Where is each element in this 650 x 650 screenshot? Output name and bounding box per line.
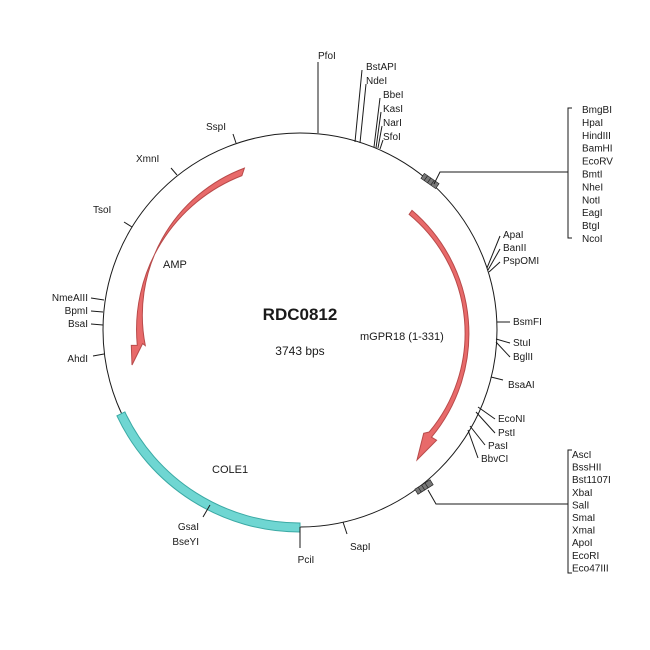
econi-leader: [477, 406, 496, 420]
site-gsai: GsaI: [178, 522, 199, 533]
kasi-leader: [375, 111, 382, 149]
mcs-site-bmgbi: BmgBI: [582, 105, 612, 116]
mcs-top-bracket: [567, 107, 572, 239]
sfoi-leader: [379, 139, 384, 150]
pasi-leader: [469, 425, 486, 446]
mcs-site-bmti: BmtI: [582, 170, 603, 181]
site-sspi: SspI: [206, 122, 226, 133]
site-nmeaiii: NmeAIII: [52, 293, 88, 304]
plasmid-size: 3743 bps: [275, 344, 324, 358]
mcs-site-eagi: EagI: [582, 208, 603, 219]
site-pcii: PciI: [298, 555, 315, 566]
mcs-site-bamhi: BamHI: [582, 144, 613, 155]
cole1-label: COLE1: [212, 464, 248, 476]
site-kasi: KasI: [383, 104, 403, 115]
site-tsoi: TsoI: [93, 205, 111, 216]
mgpr18-arrow: [408, 209, 470, 462]
site-bstapi: BstAPI: [366, 62, 397, 73]
mcs-site-asci: AscI: [572, 450, 591, 461]
mcs-site-bsshii: BssHII: [572, 463, 601, 474]
stui-leader: [495, 338, 511, 344]
mcs-top-marker: [420, 172, 440, 190]
mcs-bottom-bracket: [567, 449, 572, 574]
mgpr18-label: mGPR18 (1-331): [360, 331, 444, 343]
site-apai: ApaI: [503, 230, 524, 241]
mcs-site-bst1107i: Bst1107I: [572, 475, 611, 486]
mcs-site-ecori: EcoRI: [572, 551, 599, 562]
banii-leader: [487, 248, 501, 271]
apai-leader: [486, 235, 501, 269]
sapi-tick: [342, 521, 348, 535]
bbvci-leader: [467, 429, 479, 459]
mcs-site-ecorv: EcoRV: [582, 157, 613, 168]
site-bpmi: BpmI: [65, 306, 88, 317]
bbei-leader: [373, 97, 381, 148]
site-pfol: PfoI: [318, 51, 336, 62]
nari-leader: [377, 125, 383, 149]
mcs-site-ncoi: NcoI: [582, 234, 603, 245]
mcs-site-eco47iii: Eco47III: [572, 563, 609, 574]
gsai-tick: [202, 504, 211, 518]
sspi-tick: [232, 133, 237, 144]
ndei-leader: [359, 83, 367, 144]
site-banii: BanII: [503, 243, 526, 254]
site-psti: PstI: [498, 428, 515, 439]
mcs-site-hindiii: HindIII: [582, 131, 611, 142]
site-sfoi: SfoI: [383, 132, 401, 143]
bsai-tick: [90, 323, 104, 326]
mcs-site-smai: SmaI: [572, 513, 595, 524]
bpmi-tick: [90, 310, 104, 313]
psti-leader: [475, 411, 496, 434]
mcs-site-sali: SalI: [572, 500, 589, 511]
site-nari: NarI: [383, 118, 402, 129]
site-stui: StuI: [513, 338, 531, 349]
site-bsai: BsaI: [68, 319, 88, 330]
site-bbei: BbeI: [383, 90, 404, 101]
ahdi-tick: [92, 353, 105, 357]
mcs-bottom-marker: [414, 479, 434, 495]
nmeaiii-tick: [90, 297, 105, 301]
mcs-site-hpai: HpaI: [582, 118, 603, 129]
tsoi-tick: [123, 221, 133, 228]
bstapi-leader: [354, 69, 363, 143]
mcs-site-xbai: XbaI: [572, 488, 593, 499]
site-bseyi: BseYI: [172, 537, 199, 548]
cole1-feature: [116, 411, 301, 533]
site-bsmfi: BsmFI: [513, 317, 542, 328]
mcs-site-btgi: BtgI: [582, 221, 600, 232]
plasmid-name: RDC0812: [263, 305, 338, 324]
xmni-tick: [170, 167, 178, 176]
site-pasi: PasI: [488, 441, 508, 452]
mcs-site-xmai: XmaI: [572, 526, 595, 537]
mcs-top-leader: [433, 171, 568, 185]
site-ndei: NdeI: [366, 76, 387, 87]
mcs-site-apoi: ApoI: [572, 538, 593, 549]
mcs-site-nhei: NheI: [582, 182, 603, 193]
site-bglii: BglII: [513, 352, 533, 363]
mcs-site-noti: NotI: [582, 195, 600, 206]
site-xmni: XmnI: [136, 154, 159, 165]
amp-label: AMP: [163, 259, 187, 271]
mcs-bottom-leader: [427, 489, 568, 505]
bglii-leader: [495, 341, 511, 358]
site-bsaai: BsaAI: [508, 380, 535, 391]
bsaai-tick: [490, 376, 504, 381]
site-bbvci: BbvCI: [481, 454, 508, 465]
site-sapi: SapI: [350, 542, 371, 553]
amp-arrow: [130, 167, 246, 366]
pspomi-leader: [488, 261, 501, 273]
site-ahdi: AhdI: [67, 354, 88, 365]
site-econi: EcoNI: [498, 414, 525, 425]
site-pspomi: PspOMI: [503, 256, 539, 267]
